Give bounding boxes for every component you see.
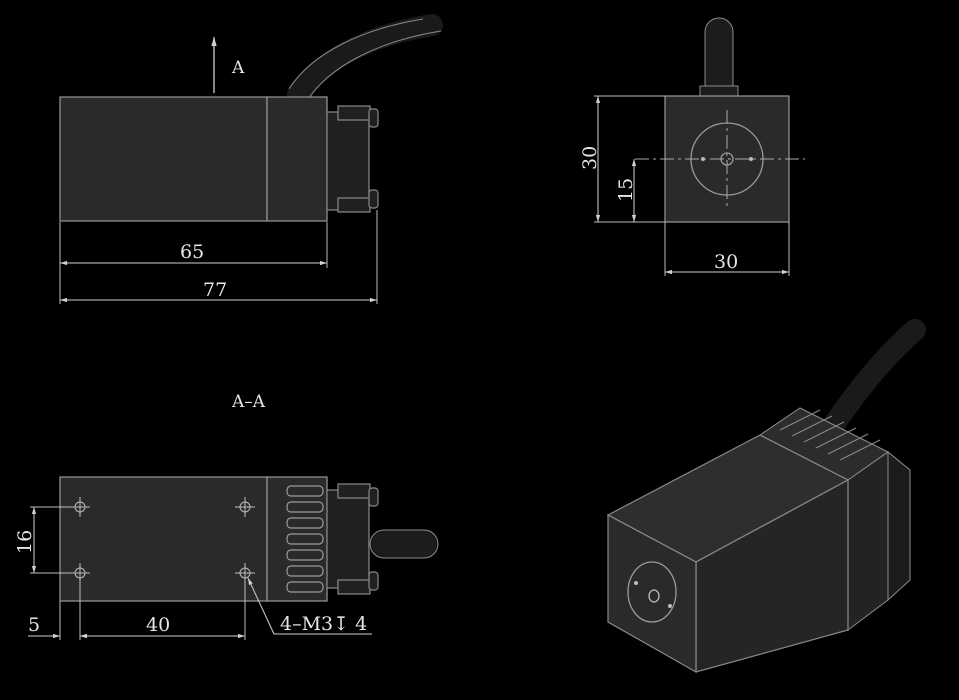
- dim-65-label: 65: [180, 241, 204, 263]
- iso-body-front: [607, 513, 697, 674]
- top-connector: [326, 111, 370, 211]
- top-main-body: [59, 96, 268, 222]
- front-view: 30 15 30: [579, 17, 805, 276]
- section-connector: [326, 489, 370, 589]
- iso-lens-ring: [627, 561, 677, 623]
- iso-view: [606, 319, 926, 674]
- hole-callout-leader: [247, 577, 275, 635]
- dim-30-vertical-label: 30: [579, 146, 601, 170]
- section-marker: A: [231, 58, 245, 78]
- iso-fin-side: [847, 451, 889, 631]
- section-fin-block: [266, 476, 328, 602]
- section-body: [59, 476, 268, 602]
- top-view: A 65 77: [59, 14, 443, 304]
- top-rear-body: [266, 96, 328, 222]
- hole-callout: 4–M3↧ 4: [280, 613, 367, 635]
- dim-30-horizontal-label: 30: [714, 251, 738, 273]
- section-cable: [369, 529, 439, 559]
- dim-16-label: 16: [14, 530, 36, 554]
- dim-77-label: 77: [203, 279, 227, 301]
- dim-40-label: 40: [146, 614, 170, 636]
- iso-connector: [887, 450, 911, 602]
- iso-lens: [648, 589, 660, 603]
- dim-15-label: 15: [615, 178, 637, 202]
- section-title: A–A: [231, 392, 266, 412]
- section-view: A–A: [14, 392, 439, 640]
- dim-5-label: 5: [28, 614, 40, 636]
- cooling-fins: [286, 485, 324, 593]
- top-cable: [287, 14, 443, 106]
- mounting-holes: [70, 497, 255, 583]
